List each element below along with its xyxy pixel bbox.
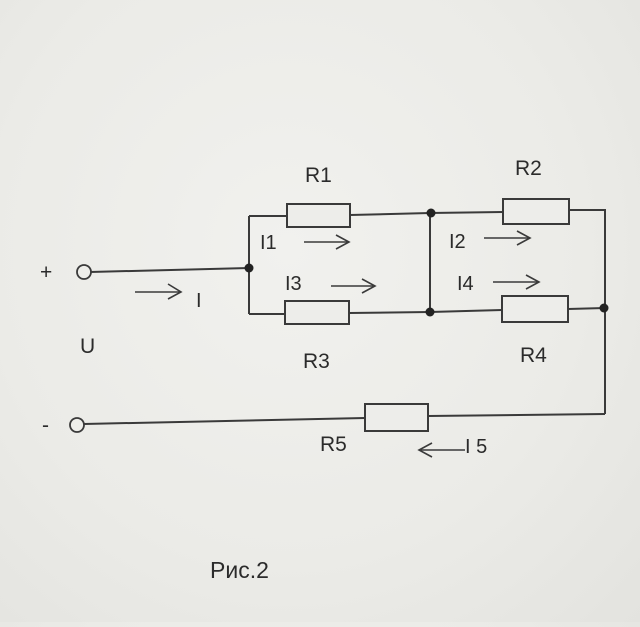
- label-r3: R3: [303, 350, 330, 373]
- r4-left-lead: [429, 309, 503, 313]
- r2-right-lead: [569, 209, 606, 414]
- arrow-right-icon-i: [135, 283, 183, 300]
- input-wire: [89, 267, 250, 273]
- current-label-i4: I4: [457, 273, 474, 295]
- resistor-r4: [501, 295, 569, 323]
- r2-left-lead: [429, 211, 504, 214]
- resistor-r5: [364, 403, 429, 432]
- arrow-right-icon-i1: [304, 234, 351, 250]
- negative-terminal-icon: [69, 417, 85, 433]
- r3-right-lead: [348, 311, 431, 314]
- plus-sign: +: [40, 261, 52, 284]
- label-r5: R5: [320, 433, 347, 456]
- arrow-right-icon-i3: [331, 278, 377, 294]
- r5-right-lead: [427, 413, 606, 417]
- current-label-i5: I 5: [465, 436, 487, 458]
- resistor-r1: [286, 203, 351, 228]
- current-label-i2: I2: [449, 231, 466, 253]
- r1-right-lead: [349, 212, 431, 216]
- arrow-right-icon-i2: [484, 230, 532, 246]
- label-r1: R1: [305, 164, 332, 187]
- junction-node-right: [599, 303, 609, 313]
- current-label-i: I: [196, 290, 202, 312]
- r4-right-lead: [567, 307, 606, 310]
- label-r4: R4: [520, 344, 547, 367]
- junction-node-top-middle: [426, 208, 436, 218]
- r5-left-lead: [83, 417, 366, 425]
- arrow-left-icon-i5: [417, 442, 465, 458]
- wires: [83, 209, 606, 425]
- positive-terminal-icon: [76, 264, 92, 280]
- resistor-r2: [502, 198, 570, 225]
- junction-node-bottom-middle: [425, 307, 435, 317]
- resistor-r3: [284, 300, 350, 325]
- figure-caption: Рис.2: [210, 557, 269, 583]
- current-label-i1: I1: [260, 232, 277, 254]
- label-r2: R2: [515, 157, 542, 180]
- junction-node-left: [244, 263, 254, 273]
- arrow-right-icon-i4: [493, 274, 541, 290]
- current-label-i3: I3: [285, 273, 302, 295]
- voltage-label: U: [80, 335, 95, 358]
- minus-sign: -: [42, 414, 49, 437]
